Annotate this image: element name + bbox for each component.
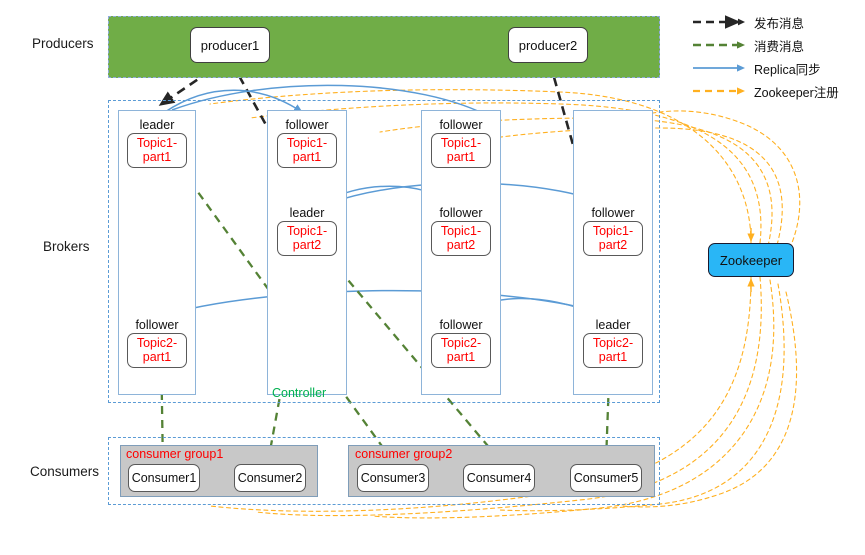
partition-box[interactable]: Topic1- part2	[583, 221, 643, 256]
legend-item-replica: Replica同步	[692, 58, 862, 78]
legend-swatch-publish	[693, 15, 745, 29]
partition-id: part1	[292, 150, 322, 164]
legend-label: Replica同步	[754, 62, 821, 77]
legend-item-zookeeper: Zookeeper注册	[692, 81, 862, 101]
controller-label: Controller	[272, 386, 327, 400]
producer-box-producer1[interactable]: producer1	[190, 27, 270, 63]
partition-box[interactable]: Topic2- part1	[583, 333, 643, 368]
producer-label: producer1	[200, 37, 260, 53]
row-label-producers: Producers	[32, 36, 94, 51]
legend: 发布消息 消费消息 Replica同步 Zookeeper注册	[692, 12, 862, 104]
consumer-label: Consumer2	[237, 471, 303, 485]
partition-role: follower	[285, 118, 329, 132]
partition-id: part2	[292, 238, 322, 252]
partition-id: part2	[598, 238, 628, 252]
partition-topic: Topic1-	[136, 136, 178, 150]
partition-node[interactable]: follower Topic1- part1	[268, 118, 346, 168]
partition-box[interactable]: Topic1- part2	[277, 221, 337, 256]
legend-swatch-consume	[693, 41, 745, 49]
legend-label: Zookeeper注册	[754, 85, 839, 100]
legend-item-publish: 发布消息	[692, 12, 862, 32]
partition-topic: Topic1-	[592, 224, 634, 238]
partition-topic: Topic2-	[440, 336, 482, 350]
consumer-label: Consumer5	[573, 471, 639, 485]
consumer-box-consumer1[interactable]: Consumer1	[128, 464, 200, 492]
consumers-container	[108, 437, 660, 505]
zookeeper-label: Zookeeper	[719, 252, 783, 268]
zookeeper-node[interactable]: Zookeeper	[708, 243, 794, 277]
partition-id: part1	[142, 350, 172, 364]
partition-role: leader	[595, 318, 631, 332]
partition-node[interactable]: follower Topic1- part2	[422, 206, 500, 256]
consumer-box-consumer2[interactable]: Consumer2	[234, 464, 306, 492]
legend-label: 发布消息	[754, 16, 805, 31]
producer-box-producer2[interactable]: producer2	[508, 27, 588, 63]
partition-role: leader	[139, 118, 175, 132]
producer-label: producer2	[518, 37, 578, 53]
partition-node[interactable]: leader Topic2- part1	[574, 318, 652, 368]
partition-id: part1	[142, 150, 172, 164]
partition-box[interactable]: Topic2- part1	[127, 333, 187, 368]
partition-id: part1	[446, 150, 476, 164]
partition-id: part1	[598, 350, 628, 364]
consumer-label: Consumer1	[131, 471, 197, 485]
partition-id: part2	[446, 238, 476, 252]
partition-node[interactable]: follower Topic2- part1	[118, 318, 196, 368]
consumer-group-title: consumer group2	[355, 447, 453, 461]
partition-box[interactable]: Topic1- part1	[127, 133, 187, 168]
partition-node[interactable]: follower Topic2- part1	[422, 318, 500, 368]
partition-node[interactable]: follower Topic1- part1	[422, 118, 500, 168]
partition-topic: Topic2-	[136, 336, 178, 350]
partition-topic: Topic1-	[440, 224, 482, 238]
partition-role: follower	[135, 318, 179, 332]
partition-node[interactable]: leader Topic1- part1	[118, 118, 196, 168]
partition-topic: Topic1-	[440, 136, 482, 150]
consumer-box-consumer5[interactable]: Consumer5	[570, 464, 642, 492]
partition-box[interactable]: Topic1- part1	[277, 133, 337, 168]
brokers-container	[108, 100, 660, 403]
consumer-label: Consumer3	[360, 471, 426, 485]
partition-node[interactable]: leader Topic1- part2	[268, 206, 346, 256]
partition-role: follower	[591, 206, 635, 220]
partition-topic: Topic2-	[592, 336, 634, 350]
legend-swatch-zookeeper	[693, 87, 745, 95]
consumer-group-title: consumer group1	[126, 447, 224, 461]
partition-box[interactable]: Topic1- part2	[431, 221, 491, 256]
legend-swatch-replica	[693, 64, 745, 72]
partition-role: leader	[289, 206, 325, 220]
partition-topic: Topic1-	[286, 136, 328, 150]
consumer-box-consumer4[interactable]: Consumer4	[463, 464, 535, 492]
legend-item-consume: 消费消息	[692, 35, 862, 55]
partition-role: follower	[439, 318, 483, 332]
partition-node[interactable]: follower Topic1- part2	[574, 206, 652, 256]
consumer-box-consumer3[interactable]: Consumer3	[357, 464, 429, 492]
partition-box[interactable]: Topic1- part1	[431, 133, 491, 168]
row-label-consumers: Consumers	[30, 464, 100, 479]
partition-box[interactable]: Topic2- part1	[431, 333, 491, 368]
row-label-brokers: Brokers	[43, 239, 90, 254]
partition-role: follower	[439, 118, 483, 132]
partition-topic: Topic1-	[286, 224, 328, 238]
legend-label: 消费消息	[754, 39, 805, 54]
partition-role: follower	[439, 206, 483, 220]
consumer-label: Consumer4	[466, 471, 532, 485]
partition-id: part1	[446, 350, 476, 364]
